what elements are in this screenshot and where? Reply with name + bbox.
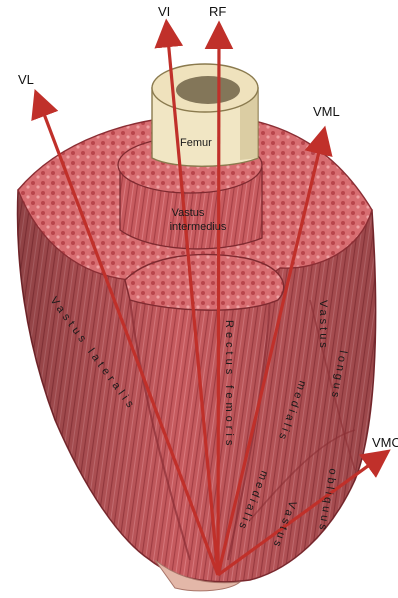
label-femur: Femur bbox=[180, 137, 212, 149]
label-vastus-intermedius-2: intermedius bbox=[170, 221, 227, 233]
label-rectus-femoris: Rectus femoris bbox=[223, 320, 235, 449]
arrow-rf bbox=[218, 30, 219, 575]
label-rf: RF bbox=[209, 4, 226, 19]
label-vl: VL bbox=[18, 72, 34, 87]
label-vmo: VMO bbox=[372, 435, 398, 450]
femur-marrow bbox=[176, 76, 240, 104]
label-vastus-medialis-longus-1: Vastus bbox=[317, 300, 329, 351]
label-vml: VML bbox=[313, 104, 340, 119]
label-vastus-intermedius-1: Vastus bbox=[172, 207, 205, 219]
label-vi: VI bbox=[158, 4, 170, 19]
